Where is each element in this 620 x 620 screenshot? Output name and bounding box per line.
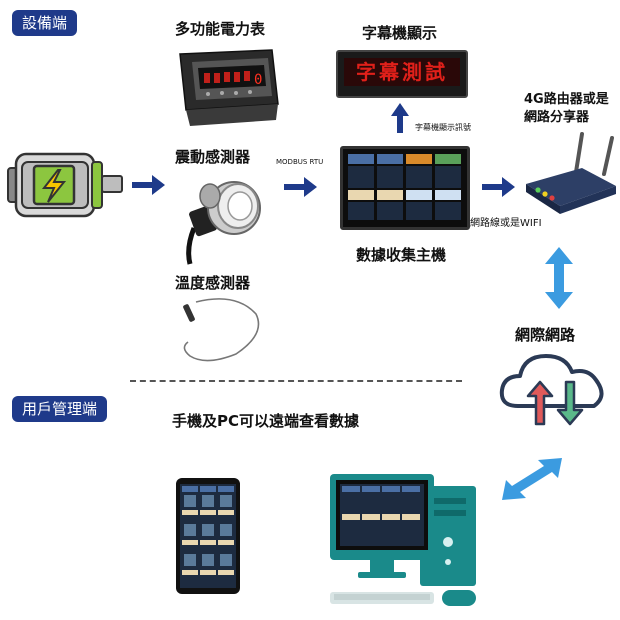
motor-icon [6,148,126,220]
desktop-pc-image [330,474,480,608]
temperature-sensor-image [176,294,266,366]
router-label-line2: 網路分享器 [524,110,590,125]
section-tag-equipment: 設備端 [12,10,78,36]
led-display-text: 字幕測試 [344,58,460,86]
arrow-right-icon [284,176,318,198]
section-divider [130,380,462,382]
power-meter-label: 多功能電力表 [175,20,266,38]
remote-view-label: 手機及PC可以遠端查看數據 [172,412,360,430]
power-meter-image: 0 [172,48,282,128]
section-tag-user: 用戶管理端 [12,396,108,422]
cable-or-wifi-label: 網路線或是WIFI [470,218,542,229]
vibration-sensor-image [172,168,272,268]
host-monitor-image [340,146,470,230]
arrow-up-icon [390,102,410,134]
cloud-icon [498,344,608,430]
arrow-right-icon [482,176,516,198]
router-icon [520,130,620,216]
vibration-sensor-label: 震動感測器 [175,148,251,166]
meter-digit: 0 [254,72,262,88]
modbus-label: MODBUS RTU [276,158,324,166]
double-arrow-vertical-icon [544,246,574,310]
arrow-right-icon [132,174,166,196]
host-label: 數據收集主機 [356,246,447,264]
phone-image [176,478,240,594]
double-arrow-diagonal-icon [500,456,564,502]
temperature-sensor-label: 溫度感測器 [175,274,251,292]
led-display-label: 字幕機顯示 [362,24,438,42]
led-display-image: 字幕測試 [336,50,468,98]
display-signal-label: 字幕機顯示訊號 [415,123,471,132]
router-label-line1: 4G路由器或是 [524,92,609,107]
internet-label: 網際網路 [515,326,576,344]
